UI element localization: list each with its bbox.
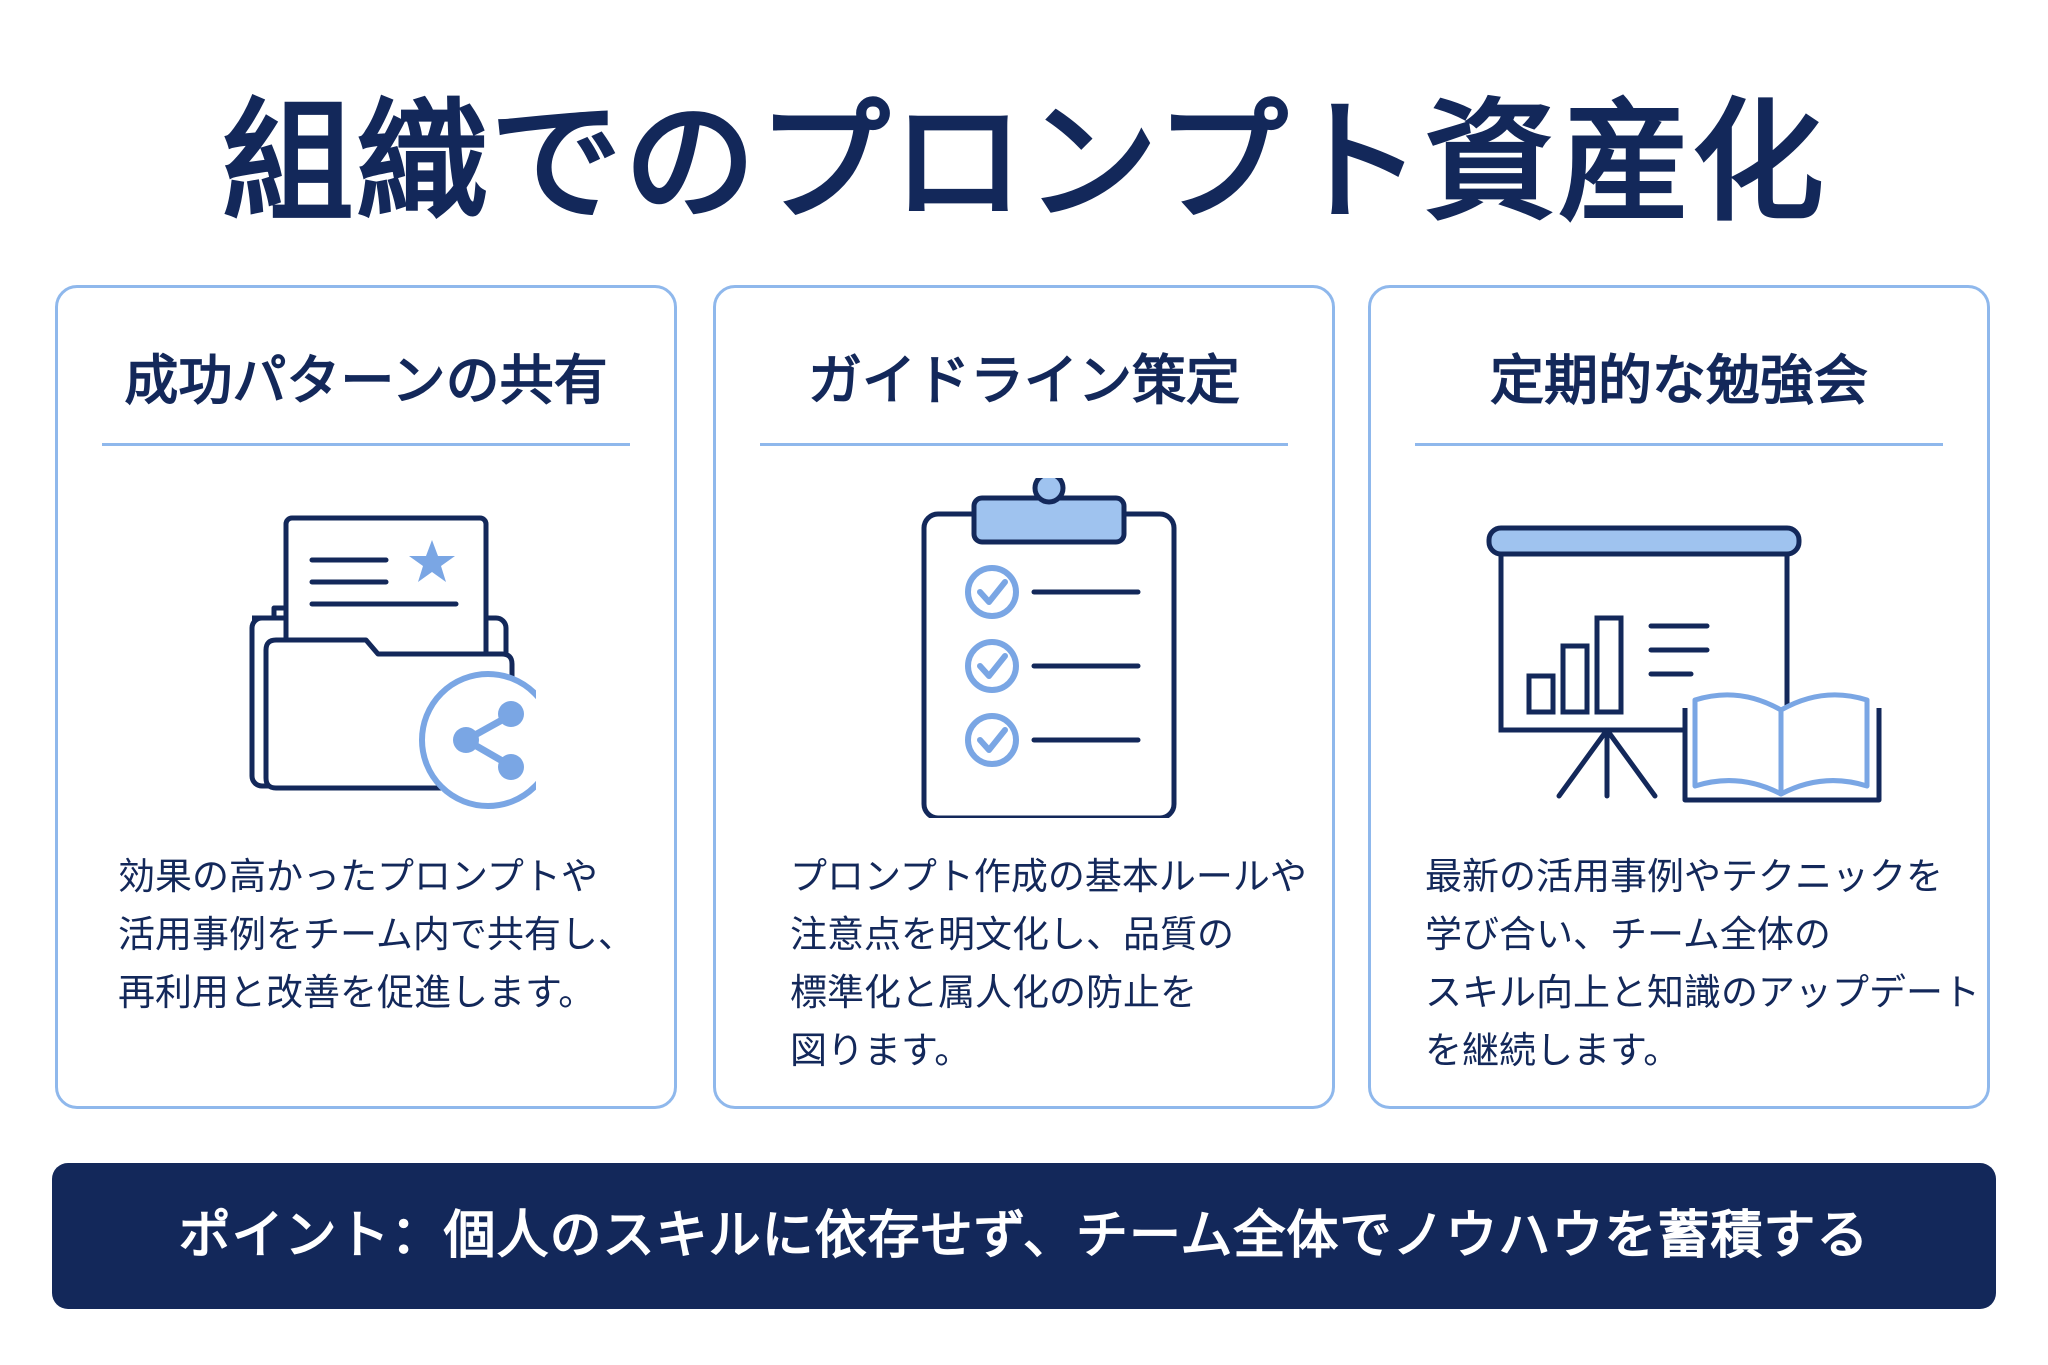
card-divider <box>1415 443 1943 446</box>
card-success-pattern-sharing: 成功パターンの共有 効果の高かったプロンプトや 活用事例をチーム内で共有し、 再 <box>55 285 677 1109</box>
card-description: 効果の高かったプロンプトや 活用事例をチーム内で共有し、 再利用と改善を促進しま… <box>118 848 678 1022</box>
key-point-text: ポイント：個人のスキルに依存せず、チーム全体でノウハウを蓄積する <box>178 1206 1870 1266</box>
description-line: 再利用と改善を促進します。 <box>118 971 596 1014</box>
card-guideline-formulation: ガイドライン策定 プロンプト作成の基本ルールや 注意点を明文化し、品質の 標準化… <box>713 285 1335 1109</box>
description-line: 図ります。 <box>790 1029 972 1072</box>
page-title: 組織でのプロンプト資産化 <box>221 86 1827 240</box>
card-heading: 定期的な勉強会 <box>1490 349 1868 412</box>
card-description: 最新の活用事例やテクニックを 学び合い、チーム全体の スキル向上と知識のアップデ… <box>1425 848 1985 1080</box>
description-line: 最新の活用事例やテクニックを <box>1425 855 1943 898</box>
description-line: 活用事例をチーム内で共有し、 <box>118 913 635 956</box>
description-line: 効果の高かったプロンプトや <box>118 855 598 898</box>
clipboard-checklist-icon <box>716 478 1332 818</box>
description-line: プロンプト作成の基本ルールや <box>790 855 1307 898</box>
description-line: を継続します。 <box>1425 1029 1681 1072</box>
description-line: 標準化と属人化の防止を <box>790 971 1197 1014</box>
card-heading: ガイドライン策定 <box>808 349 1240 412</box>
description-line: 注意点を明文化し、品質の <box>790 913 1234 956</box>
key-point-banner: ポイント：個人のスキルに依存せず、チーム全体でノウハウを蓄積する <box>52 1163 1996 1309</box>
card-regular-study-sessions: 定期的な勉強会 最新の活用事例やテクニックを 学び合い、チー <box>1368 285 1990 1109</box>
description-line: スキル向上と知識のアップデート <box>1425 971 1980 1014</box>
card-divider <box>760 443 1288 446</box>
folder-share-icon <box>58 478 674 818</box>
description-line: 学び合い、チーム全体の <box>1425 913 1831 956</box>
card-divider <box>102 443 630 446</box>
card-heading: 成功パターンの共有 <box>124 349 608 412</box>
card-description: プロンプト作成の基本ルールや 注意点を明文化し、品質の 標準化と属人化の防止を … <box>790 848 1330 1080</box>
presentation-book-icon <box>1371 478 1987 818</box>
